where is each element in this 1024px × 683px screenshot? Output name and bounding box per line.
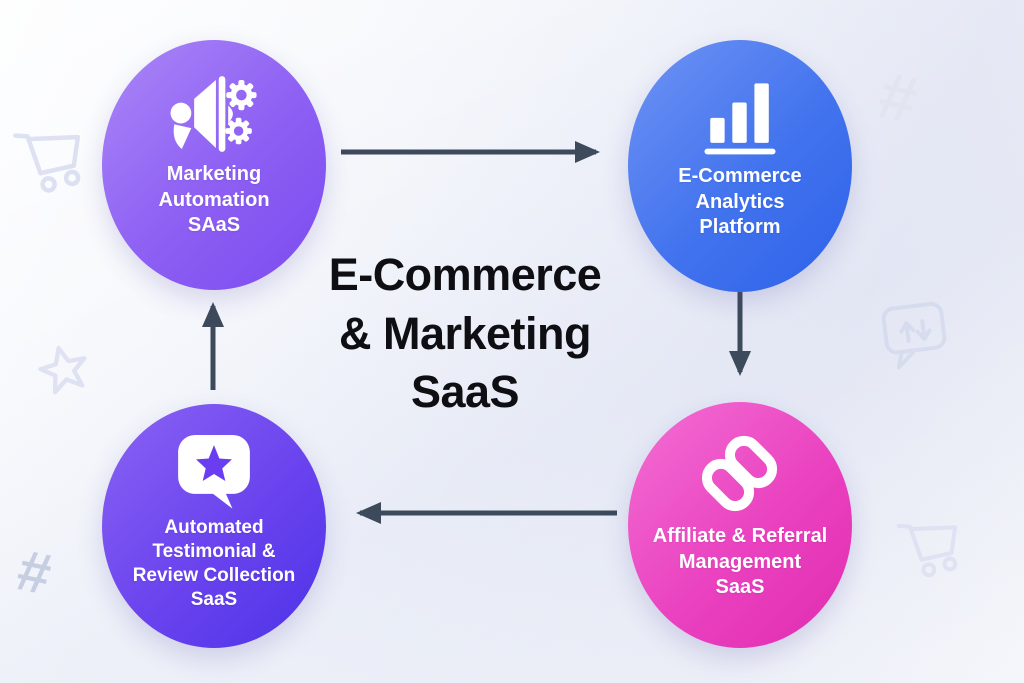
node-label: Affiliate & Referral Management SaaS [652, 525, 828, 599]
star-review-bubble-icon [168, 424, 260, 516]
title-line-3: SaaS [410, 366, 520, 417]
chain-link-icon [690, 424, 790, 524]
diagram-title: E-Commerce & Marketing SaaS [300, 246, 630, 422]
bg-shopping-cart-icon [13, 133, 81, 193]
title-line-2: & Marketing [338, 307, 592, 359]
node-affiliate-referral-management-saas: Affiliate & Referral Management SaaS [628, 402, 852, 648]
node-label: Automated Testimonial & Review Collectio… [132, 517, 296, 610]
bg-hashtag-icon: # [11, 537, 57, 608]
bg-star-icon [38, 345, 87, 395]
bg-shopping-cart-icon [896, 523, 958, 578]
node-ecommerce-analytics-platform: E-Commerce Analytics Platform [628, 40, 852, 292]
node-marketing-automation-saas: Marketing Automation SAaS [102, 40, 326, 290]
megaphone-gears-icon [162, 66, 266, 162]
bar-chart-icon [692, 68, 788, 164]
bg-chat-bubble-trend-arrows-icon [881, 301, 947, 370]
node-automated-testimonial-review-collection-saas: Automated Testimonial & Review Collectio… [102, 404, 326, 648]
title-line-1: E-Commerce [328, 249, 602, 300]
bg-hashtag-icon: # [872, 56, 925, 138]
node-label: Marketing Automation SAaS [158, 163, 270, 237]
node-label: E-Commerce Analytics Platform [678, 165, 802, 239]
